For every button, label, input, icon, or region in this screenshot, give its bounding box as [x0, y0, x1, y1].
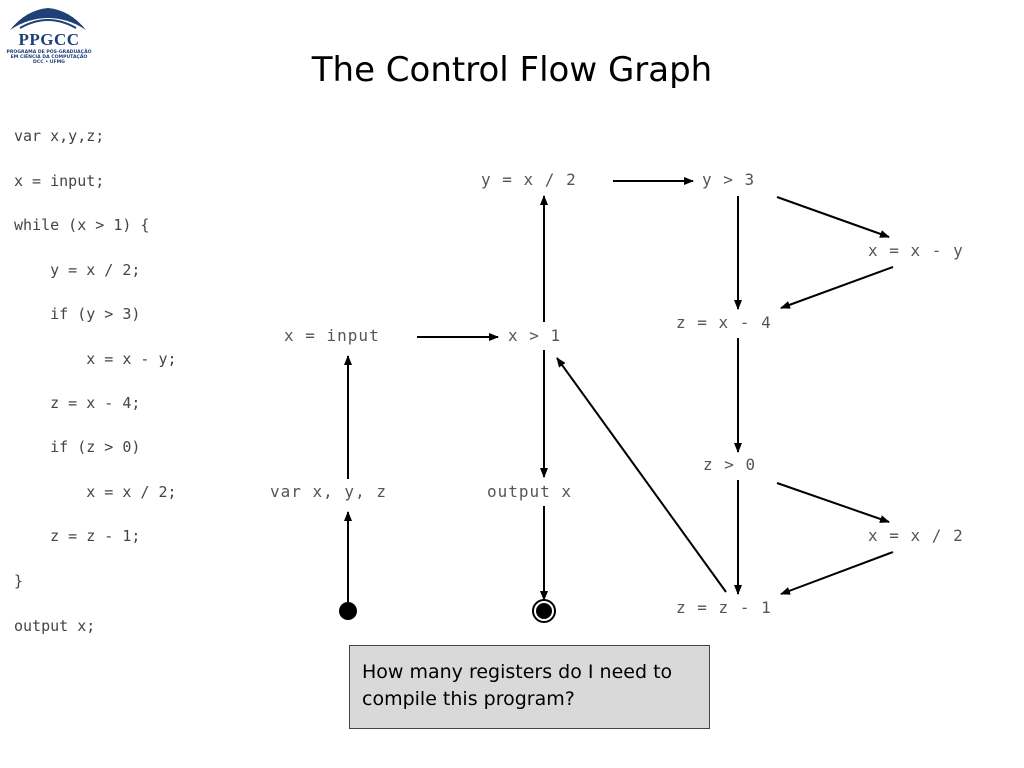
logo-roof-icon — [10, 8, 86, 30]
logo-subtitle-2: EM CIÊNCIA DA COMPUTAÇÃO — [10, 55, 88, 60]
node-y-div: y = x / 2 — [481, 170, 577, 189]
code-line: if (z > 0) — [14, 438, 141, 456]
edge-zgt0-to-xdiv2 — [776, 482, 890, 523]
node-var-decl: var x, y, z — [270, 482, 387, 501]
ppgcc-logo: PPGCC PROGRAMA DE PÓS-GRADUAÇÃO EM CIÊNC… — [6, 4, 92, 66]
code-line: z = x - 4; — [14, 394, 141, 412]
logo-text: PPGCC — [18, 30, 80, 49]
code-line: x = x - y; — [14, 350, 177, 368]
edge-xdiv2-to-zdec — [780, 551, 894, 595]
code-line: while (x > 1) { — [14, 216, 150, 234]
code-line: if (y > 3) — [14, 305, 141, 323]
node-output: output x — [487, 482, 573, 501]
edge-ygt3-to-xsub — [776, 196, 890, 238]
node-x-input: x = input — [284, 326, 380, 345]
code-line: var x,y,z; — [14, 127, 105, 145]
edge-zdec-to-xgt1 — [556, 357, 727, 593]
code-line: output x; — [14, 617, 96, 635]
slide-title: The Control Flow Graph — [311, 50, 713, 90]
logo-subtitle-3: DCC • UFMG — [33, 60, 65, 65]
node-y-gt3: y > 3 — [702, 170, 756, 189]
exit-node-core-icon — [536, 603, 552, 619]
node-z-dec: z = z - 1 — [676, 598, 772, 617]
node-x-sub: x = x - y — [868, 241, 964, 260]
node-x-div2: x = x / 2 — [868, 526, 964, 545]
code-line: x = x / 2; — [14, 483, 177, 501]
code-line: x = input; — [14, 172, 105, 190]
node-x-gt1: x > 1 — [508, 326, 562, 345]
code-line: z = z - 1; — [14, 527, 141, 545]
logo-subtitle-1: PROGRAMA DE PÓS-GRADUAÇÃO — [6, 50, 92, 55]
node-z-gt0: z > 0 — [703, 455, 757, 474]
question-box: How many registers do I need to compile … — [349, 645, 710, 729]
code-line: y = x / 2; — [14, 261, 141, 279]
entry-node-icon — [339, 602, 357, 620]
node-z-sub4: z = x - 4 — [676, 313, 772, 332]
edge-xsub-to-zsub4 — [780, 266, 894, 309]
code-line: } — [14, 572, 24, 590]
